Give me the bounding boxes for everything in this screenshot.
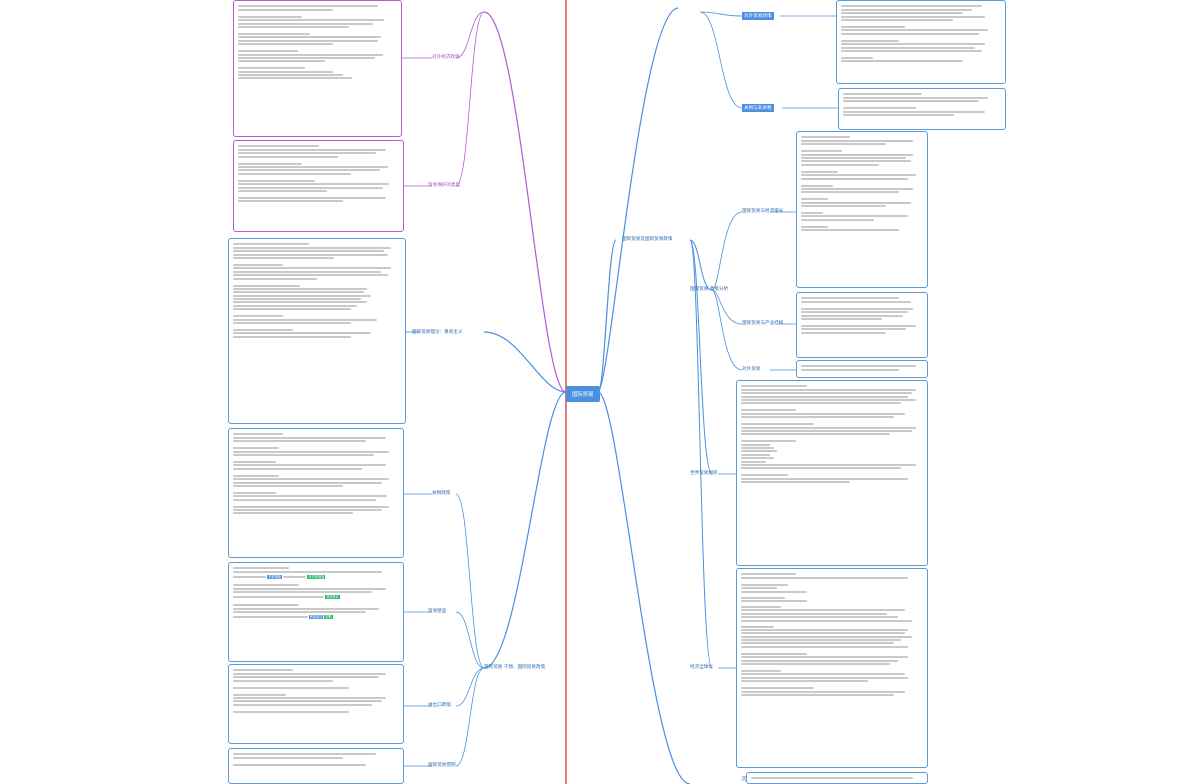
link-l-1 [455, 493, 485, 669]
node-r-5[interactable]: 世界贸易组织 [690, 471, 718, 476]
node-l-purple-1[interactable]: 对外经济政策 [432, 55, 460, 60]
link-center-left-1 [483, 391, 567, 669]
note-r-top-1 [836, 0, 1006, 84]
link-right-branch-2 [689, 239, 713, 475]
note-r-2 [796, 292, 928, 358]
note-r-6 [746, 772, 928, 784]
link-center-right-1 [597, 239, 617, 393]
node-r-3[interactable]: 国际贸易与产业结构 [742, 321, 784, 326]
center-topic[interactable]: 国际贸易 [566, 386, 600, 402]
node-l-1[interactable]: 国际贸易理论：重商主义 [412, 330, 463, 335]
node-l-4[interactable]: 进出口政策 [428, 703, 451, 708]
note-r-1 [796, 131, 928, 288]
link-l-purple-2 [455, 11, 485, 187]
link-center-left-2 [483, 331, 567, 393]
link-r-2 [711, 289, 743, 325]
note-r-top-2 [838, 88, 1006, 130]
link-center-right-3 [597, 391, 691, 784]
link-right-branch-3 [689, 239, 713, 669]
node-l-5[interactable]: 国际贸易惯例 [428, 763, 456, 768]
node-l-3[interactable]: 贸易壁垒 [428, 609, 447, 614]
link-center-right-2 [597, 7, 679, 393]
branch-right-upper[interactable]: 国际贸易及国际贸易政策 [622, 237, 673, 242]
link-l-purple-1 [455, 11, 485, 59]
note-r-3 [796, 360, 928, 378]
branch-left-lower[interactable]: 国际贸易 干预、国际贸易政策 [484, 665, 546, 670]
note-l-1 [228, 238, 406, 424]
note-l-purple-2 [233, 140, 404, 232]
node-r-4[interactable]: 对外贸易 [742, 367, 761, 372]
link-r-1 [711, 211, 743, 291]
link-r-top-1 [699, 11, 743, 17]
note-l-3: 关税措施 非关税措施 贸易条件 贸易救济 配额 [228, 562, 404, 662]
node-l-2[interactable]: 关税政策 [432, 491, 451, 496]
highlight-terms: 贸易条件 [325, 594, 341, 599]
highlight-remedy: 贸易救济 [308, 614, 324, 619]
node-r-1[interactable]: 国际贸易 政策分析 [690, 287, 729, 292]
note-r-5 [736, 568, 928, 768]
note-l-purple-1 [233, 0, 402, 137]
link-r-3 [711, 289, 743, 371]
link-l-4 [455, 667, 485, 767]
node-r-top-2[interactable]: 关税与非关税 [742, 104, 774, 112]
node-r-top-1[interactable]: 对外贸易政策 [742, 12, 774, 20]
note-l-2 [228, 428, 404, 558]
highlight-quota: 配额 [324, 614, 333, 619]
link-r-top-2 [699, 11, 743, 109]
link-l-3 [455, 667, 485, 707]
node-l-purple-2[interactable]: 贸易保护的类型 [428, 183, 461, 188]
note-l-4 [228, 664, 404, 744]
highlight-tariff: 关税措施 [267, 574, 282, 579]
node-r-6[interactable]: 经济全球化 [690, 665, 713, 670]
note-r-4 [736, 380, 928, 566]
link-center-left-3 [483, 11, 567, 393]
highlight-nontariff: 非关税措施 [307, 574, 326, 579]
link-l-2 [455, 611, 485, 669]
node-r-2[interactable]: 国际贸易与经济增长 [742, 209, 784, 214]
link-right-branch-1 [689, 239, 713, 291]
note-l-5 [228, 748, 404, 784]
